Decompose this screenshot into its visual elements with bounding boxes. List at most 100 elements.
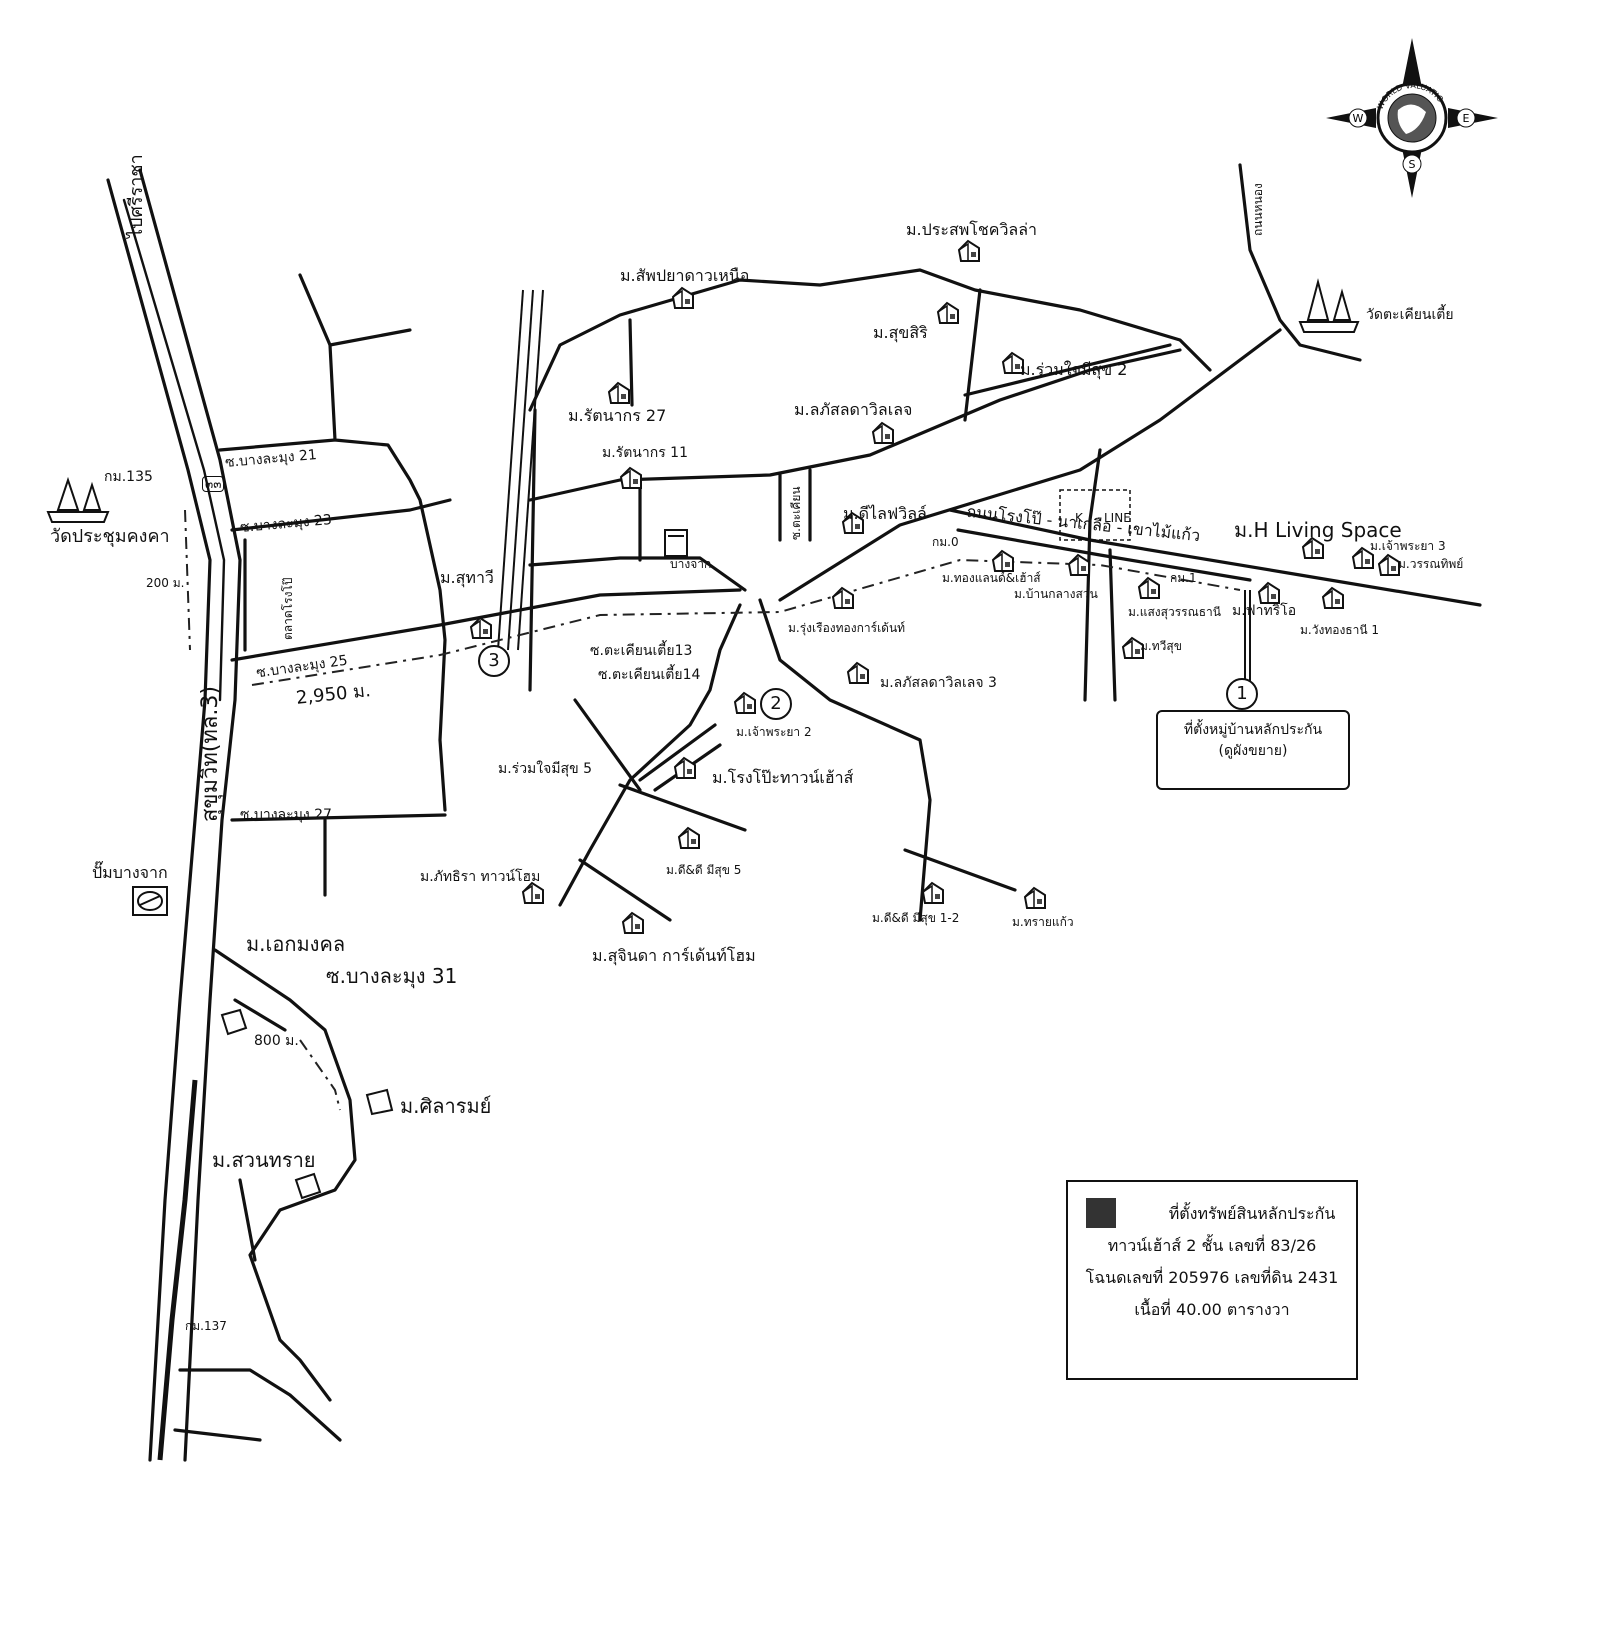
village-wannathip: ม.วรรณทิพย์ <box>1398 557 1464 571</box>
landmark-bangchak-shop: บางจาก <box>670 557 712 571</box>
sukhumvit-highway <box>106 168 242 1462</box>
village-fatario: ม.ฟาทริโอ <box>1232 603 1297 619</box>
village-house-icon <box>1137 576 1160 599</box>
village-ruamjai-5: ม.ร่วมใจมีสุข 5 <box>498 761 593 777</box>
village-house-icon <box>1001 351 1024 374</box>
village-house-icon <box>1023 886 1046 909</box>
northeast-roads <box>778 163 1362 702</box>
marker-3: 3 <box>478 645 510 677</box>
village-chaophraya-2: ม.เจ้าพระยา 2 <box>736 725 812 739</box>
village-sai-kaew: ม.ทรายแก้ว <box>1012 915 1074 929</box>
landmark-pump: ปั๊มบางจาก <box>92 863 168 882</box>
village-house-icon <box>846 661 869 684</box>
railway-bold <box>157 1079 198 1461</box>
landmark-k-line-k: K <box>1075 511 1083 525</box>
km-marker-135: กม.135 <box>104 469 153 485</box>
street-soi-27: ซ.บางละมุง 27 <box>240 807 332 823</box>
distance-800m: 800 ม. <box>254 1033 299 1049</box>
street-soi-vertical: ซ.ตะเคียน <box>789 486 803 540</box>
callout-line-1: ที่ตั้งหมู่บ้านหลักประกัน <box>1183 722 1323 738</box>
village-house-icon <box>991 549 1014 572</box>
main-road <box>948 508 1482 607</box>
village-house-icon <box>1301 536 1324 559</box>
village-chaophraya-3: ม.เจ้าพระยา 3 <box>1370 539 1446 553</box>
railway-tracks <box>497 289 544 651</box>
village-house-icon <box>521 881 544 904</box>
village-house-icon <box>469 616 492 639</box>
route-dashes <box>184 509 1241 1111</box>
village-sappaya: ม.สัพปยาดาวเหนือ <box>620 266 750 285</box>
legend-line-3: โฉนดเลขที่ 205976 เลขที่ดิน 2431 <box>1085 1268 1339 1287</box>
street-market-road: ตลาดโรงโป๊ <box>281 577 295 641</box>
street-rd-east: ถนนหนอง <box>1251 183 1265 236</box>
village-house-icon <box>619 466 642 489</box>
legend-line-2: ทาวน์เฮ้าส์ 2 ชั้น เลขที่ 83/26 <box>1107 1236 1317 1255</box>
village-suan-sai: ม.สวนทราย <box>212 1148 316 1172</box>
landmark-k-line-line: LINE <box>1104 511 1131 525</box>
village-house-icon <box>831 586 854 609</box>
village-sujinda: ม.สุจินดา การ์เด้นท์โฮม <box>592 946 756 965</box>
village-house-icon <box>1377 553 1400 576</box>
village-house-icon <box>957 239 980 262</box>
village-house-icon <box>621 911 644 934</box>
village-phatthira: ม.ภัทธิรา ทาวน์โฮม <box>420 869 541 885</box>
landmark-wat-prachum: วัดประชุมคงคา <box>50 526 170 547</box>
village-wangthong-1: ม.วังทองธานี 1 <box>1300 623 1380 637</box>
callout-line-2: (ดูผังขยาย) <box>1218 743 1288 759</box>
marker-2: 2 <box>760 688 792 720</box>
village-dd-5: ม.ดี&ดี มีสุข 5 <box>666 863 742 877</box>
street-sukhumvit: สุขุมวิท(ทล.3) <box>198 686 223 822</box>
km-marker-0: กม.0 <box>932 535 959 549</box>
village-silarom: ม.ศิลารมย์ <box>400 1094 492 1118</box>
km-marker-1: กม.1 <box>1170 571 1197 585</box>
legend-swatch <box>1086 1198 1116 1228</box>
village-rattanakorn-11: ม.รัตนากร 11 <box>602 445 688 461</box>
k-line-box <box>1059 489 1131 541</box>
village-house-icon <box>921 881 944 904</box>
wat-prachum-icon <box>46 476 110 523</box>
collateral-legend-box: ที่ตั้งทรัพย์สินหลักประกัน ทาวน์เฮ้าส์ 2… <box>1066 1180 1358 1380</box>
street-to-sriracha: ไปศรีราชา <box>126 154 147 238</box>
village-house-icon <box>1351 546 1374 569</box>
bangchak-pump-icon <box>132 886 168 916</box>
village-ruamjai-2: ม.ร่วมใจมีสุข 2 <box>1020 360 1128 379</box>
wat-takhian-icon <box>1298 278 1360 333</box>
village-lapat: ม.ลภัสลดาวิลเลจ <box>794 400 913 419</box>
village-house-icon <box>671 286 694 309</box>
village-dd-1-2: ม.ดี&ดี มีสุข 1-2 <box>872 911 960 925</box>
south-roads <box>558 598 1017 922</box>
village-house-icon <box>871 421 894 444</box>
north-roads <box>528 268 1212 692</box>
village-house-icon <box>607 381 630 404</box>
village-rungrueang: ม.รุ่งเรืองทองการ์เด้นท์ <box>788 621 906 635</box>
lower-left-roads <box>173 948 357 1442</box>
landmark-wat-takhian: วัดตะเคียนเตี้ย <box>1366 307 1454 323</box>
square-markers <box>220 1008 394 1200</box>
village-house-icon <box>1257 581 1280 604</box>
compass-w: W <box>1353 112 1364 125</box>
village-h-living: ม.H Living Space <box>1234 518 1402 542</box>
village-lapat-3: ม.ลภัสลดาวิลเลจ 3 <box>880 675 997 691</box>
village-house-icon <box>733 691 756 714</box>
compass-e: E <box>1463 112 1470 125</box>
village-d-life: ม.ดีไลฟวิลล์ <box>843 504 927 523</box>
village-sutawee: ม.สุทาวี <box>440 568 494 587</box>
village-rattanakorn-27: ม.รัตนากร 27 <box>568 406 667 425</box>
village-house-icon <box>1121 636 1144 659</box>
legend-line-1: ที่ตั้งทรัพย์สินหลักประกัน <box>1168 1204 1336 1223</box>
village-house-icon <box>1067 553 1090 576</box>
village-rongpo-townhouse: ม.โรงโป๊ะทาวน์เฮ้าส์ <box>712 768 854 787</box>
km-marker-137: กม.137 <box>185 1319 227 1333</box>
village-house-icon <box>841 511 864 534</box>
compass-rose-icon: W E S WORLD VALUATION <box>1326 38 1498 198</box>
village-thawisuk: ม.ทวีสุข <box>1140 639 1182 653</box>
route-shield: ๓๓ <box>202 476 225 492</box>
street-soi-31: ซ.บางละมุง 31 <box>326 964 458 988</box>
village-thongland: ม.ทองแลนด์&เฮ้าส์ <box>942 571 1041 585</box>
village-ekmongkol: ม.เอกมงคล <box>246 932 346 956</box>
village-suksiri: ม.สุขสิริ <box>873 323 928 342</box>
marker-1: 1 <box>1226 678 1258 710</box>
village-ban-klang: ม.บ้านกลางสวน <box>1014 587 1098 601</box>
street-soi-takhian-13: ซ.ตะเคียนเตี้ย13 <box>590 643 693 659</box>
